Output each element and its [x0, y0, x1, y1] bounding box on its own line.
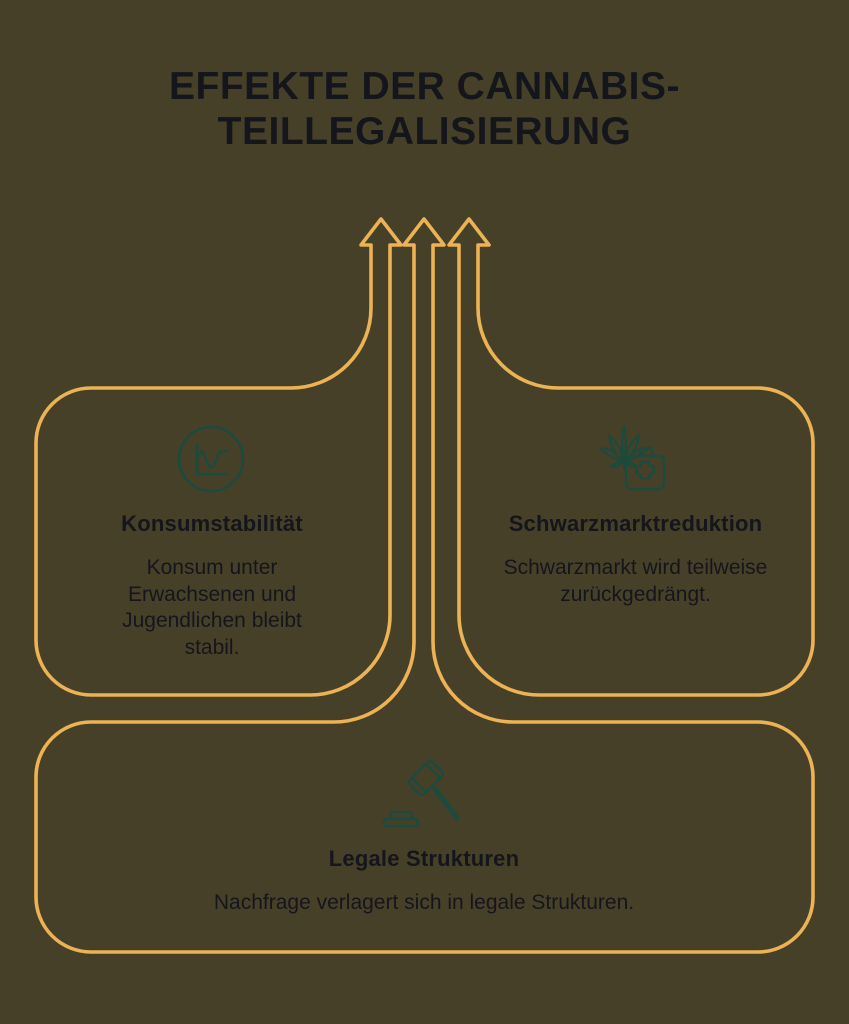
gavel-icon [382, 760, 460, 828]
card-legale-strukturen: Legale Strukturen Nachfrage verlagert si… [124, 846, 724, 917]
page-title-line2: TEILLEGALISIERUNG [217, 110, 632, 153]
card-heading: Konsumstabilität [121, 511, 303, 536]
card-body: Schwarzmarkt wird teilweise zurückgedrän… [503, 556, 768, 606]
card-body: Konsum unter Erwachsenen und Jugendliche… [122, 556, 302, 659]
card-konsumstabilitaet: Konsumstabilität Konsum unter Erwachsene… [62, 511, 362, 661]
line-chart-icon [177, 425, 245, 493]
card-body: Nachfrage verlagert sich in legale Struk… [213, 891, 635, 914]
right-card-arrow-outline [447, 217, 815, 697]
card-heading: Schwarzmarktreduktion [508, 511, 763, 536]
page-title-line1: EFFEKTE DER CANNABIS- [168, 65, 680, 108]
card-schwarzmarktreduktion: Schwarzmarktreduktion Schwarzmarkt wird … [478, 511, 793, 608]
left-card-arrow-outline [34, 217, 403, 697]
cannabis-first-aid-icon [599, 425, 666, 491]
page-title: EFFEKTE DER CANNABIS- TEILLEGALISIERUNG [0, 64, 849, 154]
bottom-card-arrow-outline [34, 217, 815, 954]
card-heading: Legale Strukturen [328, 846, 520, 871]
